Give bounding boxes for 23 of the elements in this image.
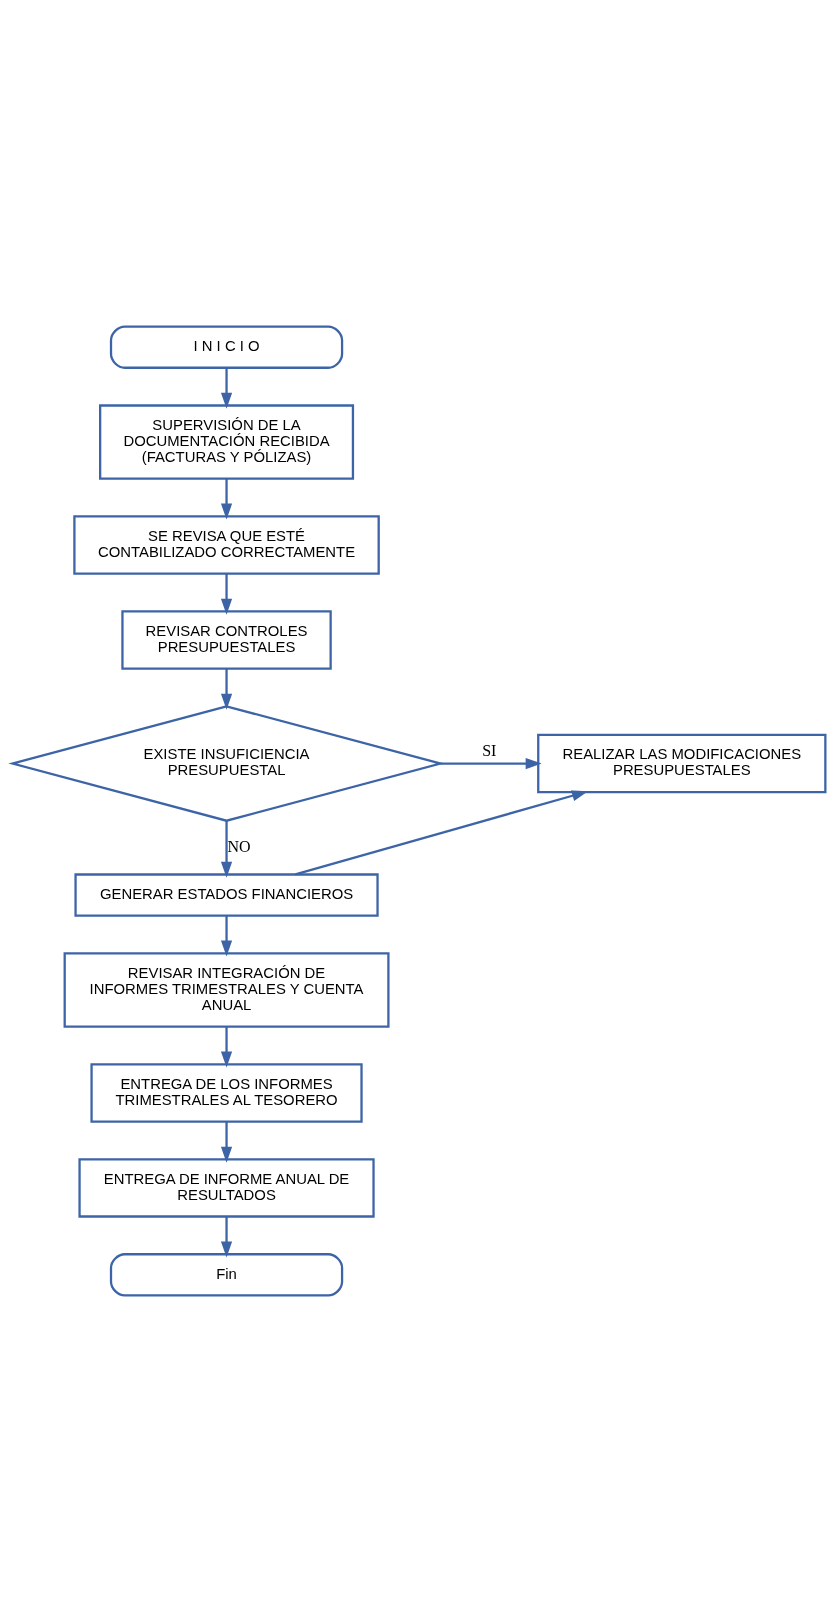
node-box: ENTREGA DE INFORME ANUAL DE RESULTADOS (78, 1157, 375, 1218)
node-box: I N I C I O (109, 324, 344, 369)
arrow (220, 573, 233, 615)
arrow (220, 1026, 233, 1068)
arrow (220, 820, 233, 878)
edge-label: SI (482, 741, 497, 759)
edge-label: NO (227, 837, 251, 855)
arrow (440, 757, 542, 769)
arrow (220, 1216, 233, 1257)
node-box: REALIZAR LAS MODIFICACIONES PRESUPUESTALES (537, 733, 827, 793)
node-box: REVISAR INTEGRACIÓN DE INFORMES TRIMESTRALES Y CUENTA ANUAL (63, 951, 390, 1028)
arrow (220, 915, 233, 957)
arrow (295, 789, 589, 875)
node-box: SUPERVISIÓN DE LA DOCUMENTACIÓN RECIBIDA (FACTURAS Y PÓLIZAS) (99, 403, 355, 480)
node-box: SE REVISA QUE ESTÉ CONTABILIZADO CORRECTAMENTE (73, 514, 380, 575)
arrow (220, 1121, 233, 1163)
arrow (220, 668, 233, 710)
node-box: ENTREGA DE LOS INFORMES TRIMESTRALES AL TESORERO (90, 1062, 363, 1123)
node-box: Fin (109, 1252, 344, 1297)
arrow (220, 367, 233, 409)
node-box: REVISAR CONTROLES PRESUPUESTALES (121, 609, 332, 670)
node-box: GENERAR ESTADOS FINANCIEROS (74, 872, 379, 917)
arrow (220, 478, 233, 520)
